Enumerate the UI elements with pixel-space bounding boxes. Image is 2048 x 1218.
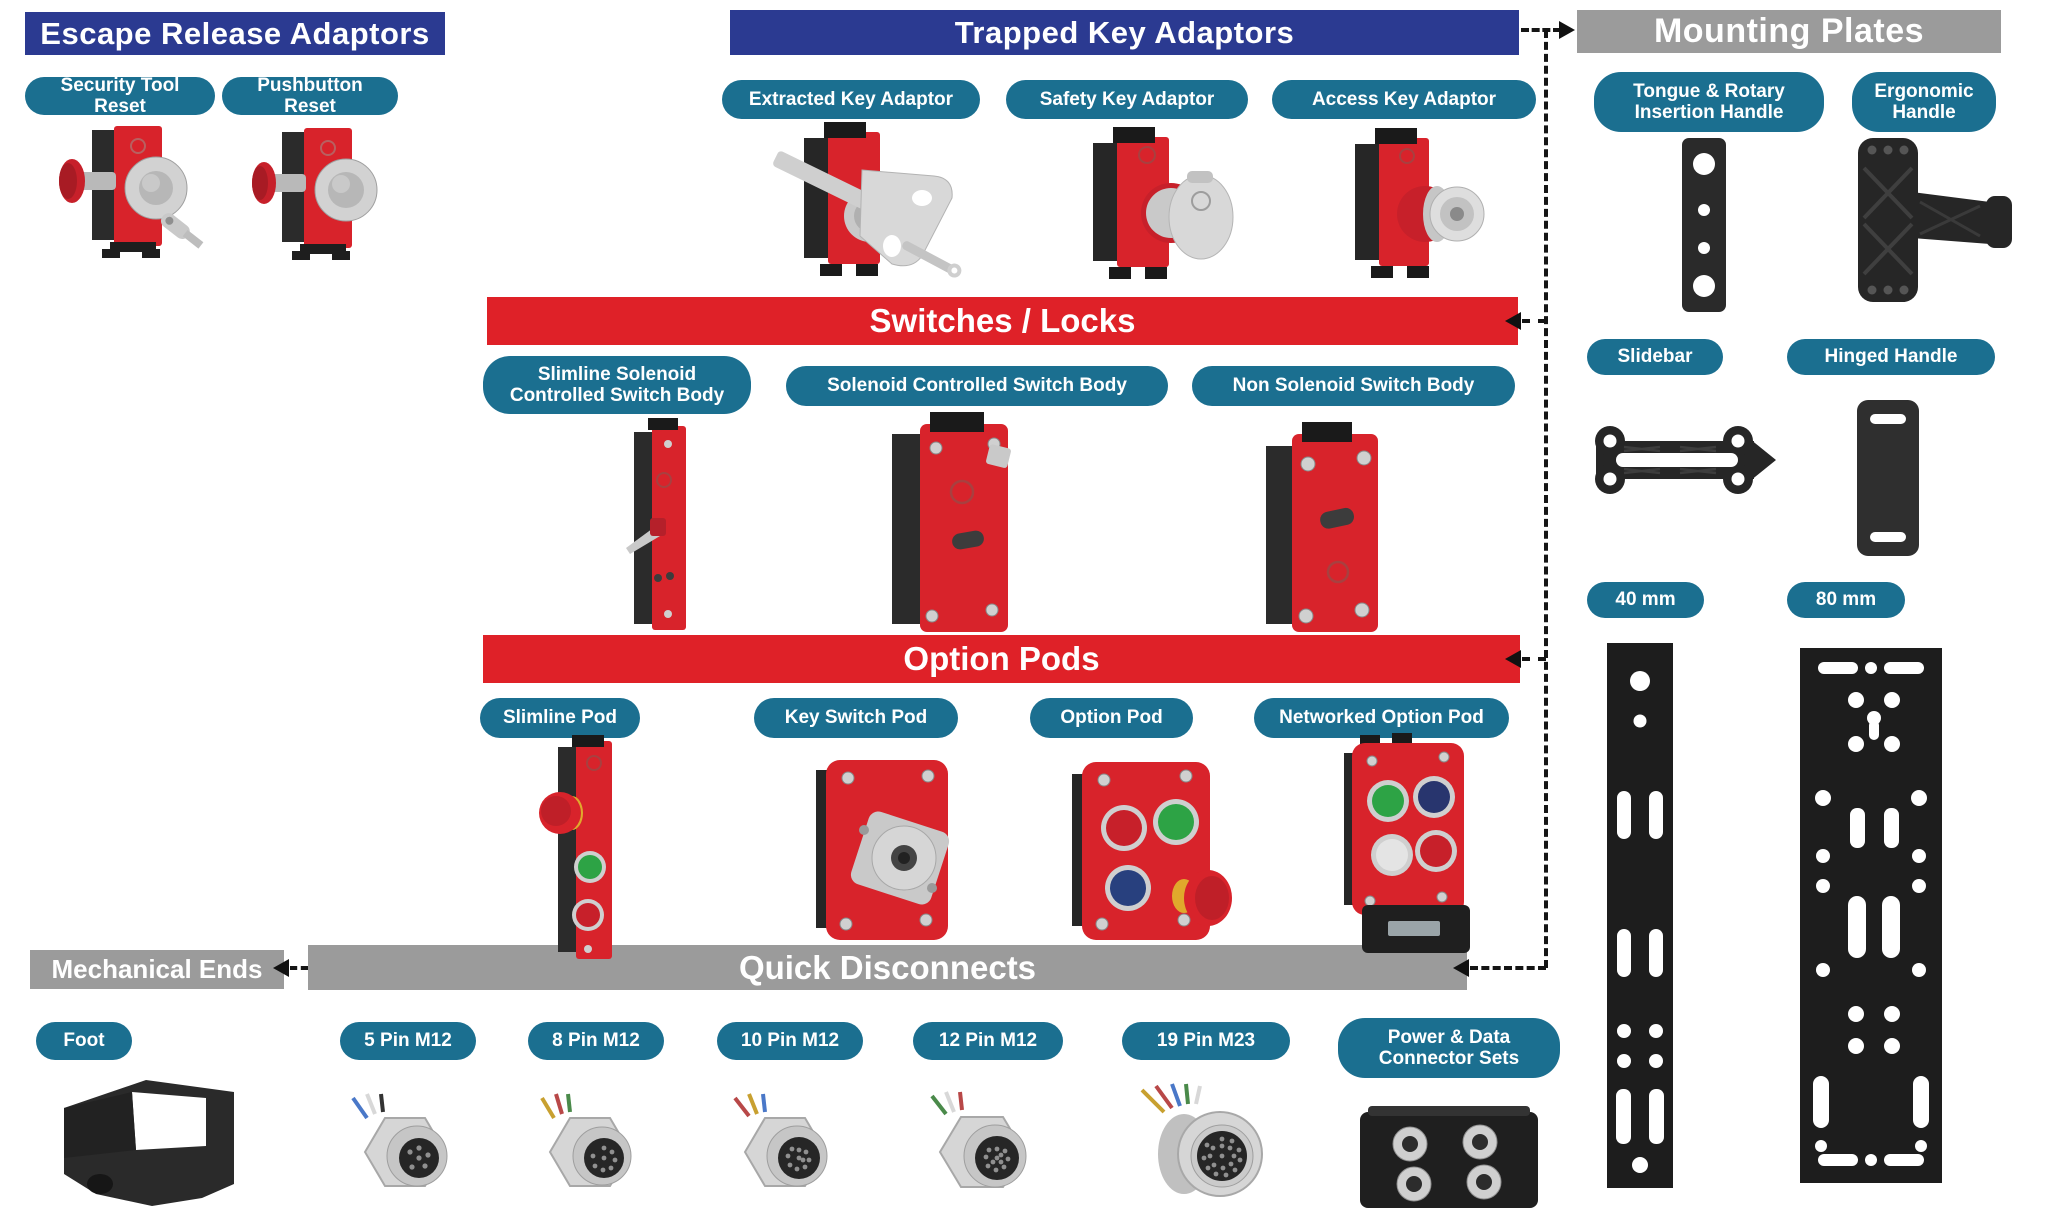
product-80mm-mounting-plate — [1800, 648, 1942, 1183]
badge-ergonomic-handle[interactable]: Ergonomic Handle — [1852, 72, 1996, 132]
badge-12-pin-m12[interactable]: 12 Pin M12 — [913, 1022, 1063, 1060]
badge-80mm[interactable]: 80 mm — [1787, 582, 1905, 618]
section-header-escape-release: Escape Release Adaptors — [25, 12, 445, 55]
connector-line-option-pods — [1522, 657, 1546, 661]
badge-security-tool-reset[interactable]: Security Tool Reset — [25, 75, 215, 117]
product-slimline-solenoid-controlled-switch-body — [626, 418, 686, 630]
badge-5-pin-m12[interactable]: 5 Pin M12 — [340, 1022, 476, 1060]
badge-19-pin-m23[interactable]: 19 Pin M23 — [1122, 1022, 1290, 1060]
badge-slimline-solenoid-controlled-switch-body[interactable]: Slimline Solenoid Controlled Switch Body — [483, 356, 751, 414]
product-foot — [64, 1080, 234, 1206]
product-19-pin-m23-connector — [1140, 1083, 1263, 1197]
product-hinged-handle — [1857, 400, 1919, 556]
product-power-data-connector-set — [1360, 1106, 1538, 1208]
badge-hinged-handle[interactable]: Hinged Handle — [1787, 339, 1995, 375]
badge-access-key-adaptor[interactable]: Access Key Adaptor — [1272, 80, 1536, 119]
product-10-pin-m12-connector — [733, 1093, 828, 1187]
badge-solenoid-controlled-switch-body[interactable]: Solenoid Controlled Switch Body — [786, 366, 1168, 406]
product-tongue-rotary-insertion-handle — [1682, 138, 1726, 312]
section-box-mechanical-ends: Mechanical Ends — [30, 950, 284, 989]
product-pushbutton-reset — [252, 128, 378, 260]
product-safety-key-adaptor — [1093, 127, 1234, 279]
product-8-pin-m12-connector — [540, 1093, 632, 1187]
badge-extracted-key-adaptor[interactable]: Extracted Key Adaptor — [722, 80, 980, 119]
product-solenoid-controlled-switch-body — [892, 412, 1011, 632]
product-security-tool-reset — [59, 126, 204, 258]
badge-option-pod[interactable]: Option Pod — [1030, 698, 1193, 738]
section-bar-option-pods: Option Pods — [483, 635, 1520, 683]
badge-non-solenoid-switch-body[interactable]: Non Solenoid Switch Body — [1192, 366, 1515, 406]
product-slimline-pod — [539, 735, 612, 959]
badge-10-pin-m12[interactable]: 10 Pin M12 — [717, 1022, 863, 1060]
badge-networked-option-pod[interactable]: Networked Option Pod — [1254, 698, 1509, 738]
product-5-pin-m12-connector — [351, 1093, 448, 1187]
product-40mm-mounting-plate — [1607, 643, 1673, 1188]
connector-line-mechanical-ends — [290, 966, 308, 970]
badge-power-data-connector-sets[interactable]: Power & Data Connector Sets — [1338, 1018, 1560, 1078]
product-networked-option-pod — [1344, 733, 1470, 953]
badge-foot[interactable]: Foot — [36, 1022, 132, 1060]
arrow-right-icon — [1559, 21, 1575, 39]
arrow-left-icon-option-pods — [1505, 650, 1521, 668]
badge-slimline-pod[interactable]: Slimline Pod — [480, 698, 640, 738]
connector-line-quick-disconnects — [1470, 966, 1546, 970]
product-option-pod — [1072, 762, 1232, 940]
product-slidebar — [1595, 426, 1776, 494]
connector-line-vertical — [1544, 30, 1548, 968]
product-key-switch-pod — [816, 760, 950, 940]
product-ergonomic-handle — [1858, 138, 2012, 302]
badge-tongue-rotary-insertion-handle[interactable]: Tongue & Rotary Insertion Handle — [1594, 72, 1824, 132]
badge-key-switch-pod[interactable]: Key Switch Pod — [754, 698, 958, 738]
product-non-solenoid-switch-body — [1266, 422, 1378, 632]
badge-pushbutton-reset[interactable]: Pushbutton Reset — [222, 75, 398, 117]
arrow-left-icon-mechanical-ends — [273, 959, 289, 977]
section-header-trapped-key: Trapped Key Adaptors — [730, 10, 1519, 55]
connector-line-top — [1521, 28, 1561, 32]
product-extracted-key-adaptor — [773, 122, 962, 278]
section-bar-quick-disconnects: Quick Disconnects — [308, 945, 1467, 990]
badge-40mm[interactable]: 40 mm — [1587, 582, 1704, 618]
connector-line-switches — [1522, 319, 1546, 323]
arrow-left-icon-switches — [1505, 312, 1521, 330]
badge-8-pin-m12[interactable]: 8 Pin M12 — [528, 1022, 664, 1060]
arrow-left-icon-quick-disconnects — [1453, 959, 1469, 977]
badge-slidebar[interactable]: Slidebar — [1587, 339, 1723, 375]
product-12-pin-m12-connector — [930, 1091, 1027, 1188]
section-bar-switches-locks: Switches / Locks — [487, 297, 1518, 345]
product-access-key-adaptor — [1355, 128, 1485, 278]
section-header-mounting-plates: Mounting Plates — [1577, 10, 2001, 53]
badge-safety-key-adaptor[interactable]: Safety Key Adaptor — [1006, 80, 1248, 119]
